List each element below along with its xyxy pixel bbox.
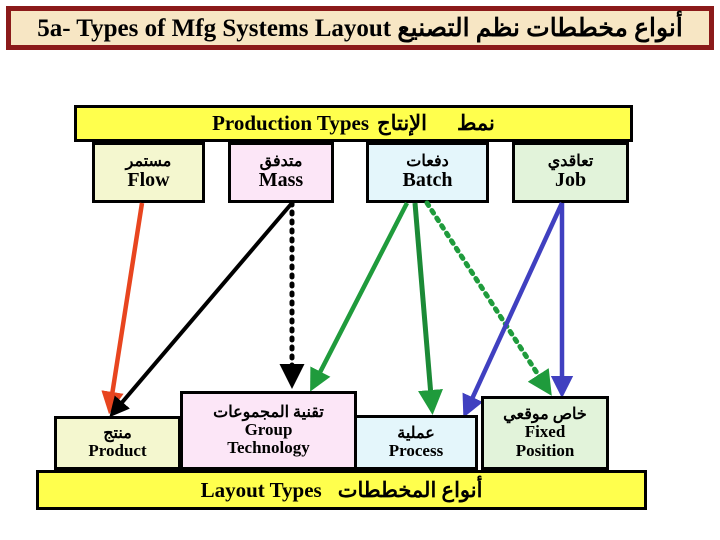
production-box-flow-english: Flow	[127, 169, 170, 192]
production-types-bar: Production Types الإنتاج نمط	[74, 105, 633, 142]
production-box-mass-english: Mass	[258, 169, 304, 192]
arrow-flow-to-product	[101, 202, 145, 415]
production-box-job[interactable]: تعاقدي Job	[512, 142, 629, 203]
layout-box-fixed-position-arabic: خاص موقعي	[503, 406, 587, 423]
arrow-mass-to-product	[109, 201, 294, 418]
layout-box-group-technology-english2: Technology	[227, 438, 310, 458]
layout-box-fixed-position-english2: Position	[515, 440, 575, 460]
arrow-batch-to-process	[412, 202, 443, 415]
layout-box-process-arabic: عملية	[397, 424, 435, 442]
arrow-job-to-process	[462, 202, 565, 418]
layout-box-group-technology-english: Group	[244, 419, 293, 439]
layout-types-label-en: Layout Types	[200, 477, 322, 502]
title-banner: 5a- Types of Mfg Systems Layout أنواع مخ…	[6, 6, 714, 50]
production-box-flow-arabic: مستمر	[125, 153, 172, 171]
layout-box-fixed-position-english: Fixed	[524, 422, 566, 442]
production-types-label-en: Production Types	[212, 111, 370, 135]
layout-box-product[interactable]: منتج Product	[54, 416, 181, 470]
arrow-batch-to-group-technology	[310, 201, 410, 392]
production-box-mass[interactable]: متدفق Mass	[228, 142, 334, 203]
layout-box-process[interactable]: عملية Process	[354, 415, 478, 470]
layout-types-label-ar: أنواع المخططات	[337, 477, 483, 502]
production-types-label-ar2: نمط	[456, 111, 495, 135]
production-box-job-arabic: تعاقدي	[547, 153, 594, 171]
layout-box-group-technology[interactable]: تقنية المجموعات Group Technology	[180, 391, 357, 470]
page-title: 5a- Types of Mfg Systems Layout أنواع مخ…	[37, 15, 683, 42]
layout-box-fixed-position[interactable]: خاص موقعي Fixed Position	[481, 396, 609, 470]
layout-box-process-english: Process	[388, 440, 444, 460]
production-box-mass-arabic: متدفق	[259, 153, 303, 171]
production-box-batch-arabic: دفعات	[406, 153, 449, 171]
layout-box-product-english: Product	[88, 441, 147, 461]
production-box-job-english: Job	[554, 169, 587, 192]
layout-box-group-technology-arabic: تقنية المجموعات	[213, 403, 324, 421]
layout-box-product-arabic: منتج	[103, 425, 132, 443]
production-box-batch[interactable]: دفعات Batch	[366, 142, 489, 203]
production-box-flow[interactable]: مستمر Flow	[92, 142, 205, 203]
production-types-label-ar1: الإنتاج	[377, 111, 427, 135]
production-box-batch-english: Batch	[402, 169, 453, 192]
layout-types-bar: Layout Types أنواع المخططات	[36, 470, 647, 510]
arrow-batch-to-fixed-position	[424, 200, 552, 396]
